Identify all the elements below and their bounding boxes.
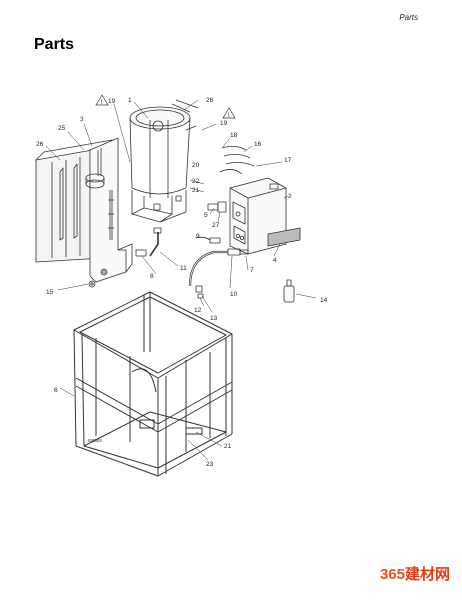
hopper-assembly [129, 99, 199, 223]
callout-23: 23 [206, 461, 214, 468]
bottle-14 [283, 279, 295, 303]
callout-27: 27 [212, 222, 220, 229]
callout-16: 16 [254, 141, 262, 148]
callout-25: 25 [58, 125, 66, 132]
tank-assembly [35, 137, 133, 283]
svg-text:!: ! [101, 99, 103, 106]
callout-26-a: 26 [36, 141, 44, 148]
callout-14: 14 [320, 297, 328, 304]
callout-26-b: 26 [206, 97, 214, 104]
watermark-logo: 365建材网 [380, 563, 450, 584]
warning-icon [95, 94, 236, 119]
cart-frame [73, 291, 233, 477]
watermark-brand-b: 建材网 [404, 566, 450, 583]
callout-7: 7 [250, 267, 254, 274]
callout-4: 4 [273, 257, 277, 264]
callout-19-a: 19 [108, 98, 116, 105]
callout-20: 20 [192, 162, 200, 169]
callout-5: 5 [204, 212, 208, 219]
plate [267, 227, 301, 247]
callout-13: 13 [210, 315, 218, 322]
callout-21-b: 21 [224, 443, 232, 450]
callout-17: 17 [284, 157, 292, 164]
callout-2: 2 [288, 193, 292, 200]
callout-8: 8 [150, 273, 154, 280]
callout-21-a: 21 [192, 187, 200, 194]
callout-15: 15 [46, 289, 54, 296]
callout-18: 18 [230, 132, 238, 139]
watermark-brand-a: 365 [379, 566, 405, 583]
callout-6: 6 [54, 387, 58, 394]
callout-22: 22 [192, 178, 200, 185]
callout-11: 11 [180, 265, 187, 272]
svg-text:!: ! [228, 112, 230, 119]
callout-12: 12 [194, 307, 202, 314]
section-header: Parts [399, 13, 418, 22]
page-title: Parts [34, 36, 75, 53]
figure-id: t09503 [88, 438, 102, 443]
callout-19-b: 19 [220, 120, 228, 127]
callout-10: 10 [230, 291, 238, 298]
hose-10 [188, 250, 228, 287]
fitting-11 [149, 232, 159, 257]
callout-9: 9 [196, 233, 200, 240]
callout-3: 3 [80, 116, 84, 123]
callout-1: 1 [128, 97, 132, 104]
